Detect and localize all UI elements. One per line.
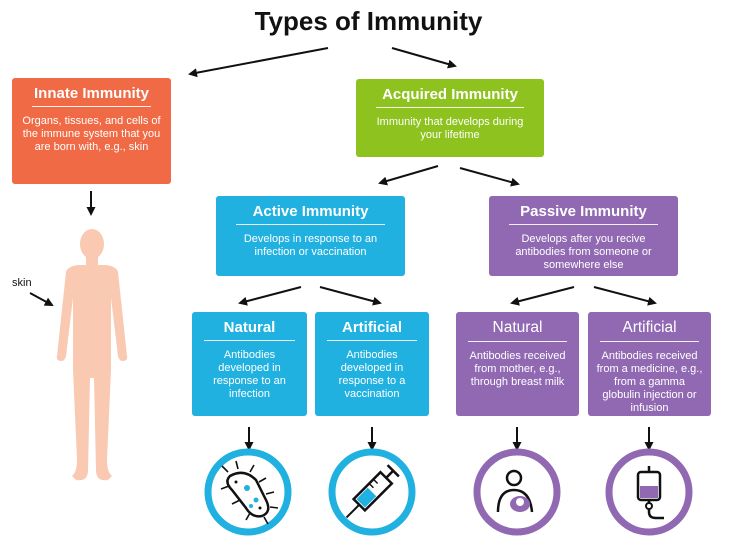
arrow-skin-pointer [29,292,54,306]
arrow-title-to-innate [188,47,329,78]
divider [468,341,567,342]
arrow-acquired-to-active [378,165,439,186]
arrow-acquired-to-passive [459,167,520,187]
arrow-active-to-artificial [319,286,382,306]
active-natural-box: Natural Antibodies developed in response… [192,312,307,416]
bacteria-icon [204,448,292,536]
divider [236,224,385,225]
active-natural-title: Natural [223,319,276,336]
divider [327,340,417,341]
active-artificial-title: Artificial [341,319,402,336]
divider [204,340,295,341]
active-immunity-title: Active Immunity [252,203,369,220]
active-immunity-desc: Develops in response to an infection or … [243,233,378,258]
divider [600,341,699,342]
diagram-title: Types of Immunity [254,6,483,36]
active-artificial-desc: Antibodies developed in response to a va… [338,349,406,400]
human-body-icon [56,229,128,481]
passive-artificial-box: Artificial Antibodies received from a me… [588,312,711,416]
iv-bag-icon [605,448,693,536]
divider [509,224,658,225]
active-artificial-box: Artificial Antibodies developed in respo… [315,312,429,416]
passive-natural-box: Natural Antibodies received from mother,… [456,312,579,416]
innate-immunity-title: Innate Immunity [33,85,149,102]
active-immunity-box: Active Immunity Develops in response to … [216,196,405,276]
acquired-immunity-desc: Immunity that develops during your lifet… [376,116,524,141]
innate-immunity-desc: Organs, tissues, and cells of the immune… [22,115,161,153]
passive-immunity-title: Passive Immunity [520,203,647,220]
acquired-immunity-title: Acquired Immunity [382,86,518,103]
innate-immunity-box: Innate Immunity Organs, tissues, and cel… [12,78,171,184]
mother-baby-icon [473,448,561,536]
passive-natural-title: Natural [492,319,543,336]
syringe-icon [328,448,416,536]
arrow-passive-to-artificial [593,286,657,306]
passive-immunity-box: Passive Immunity Develops after you reci… [489,196,678,276]
active-natural-desc: Antibodies developed in response to an i… [213,349,286,400]
divider [376,107,524,108]
acquired-immunity-box: Acquired Immunity Immunity that develops… [356,79,544,157]
passive-artificial-title: Artificial [622,319,677,336]
passive-immunity-desc: Develops after you recive antibodies fro… [515,233,652,271]
arrow-passive-to-natural [510,286,575,306]
arrow-title-to-acquired [391,47,457,69]
passive-natural-desc: Antibodies received from mother, e.g., t… [469,350,566,388]
divider [32,106,151,107]
arrow-active-to-natural [238,286,302,306]
skin-label: skin [12,277,32,289]
passive-artificial-desc: Antibodies received from a medicine, e.g… [596,350,703,414]
